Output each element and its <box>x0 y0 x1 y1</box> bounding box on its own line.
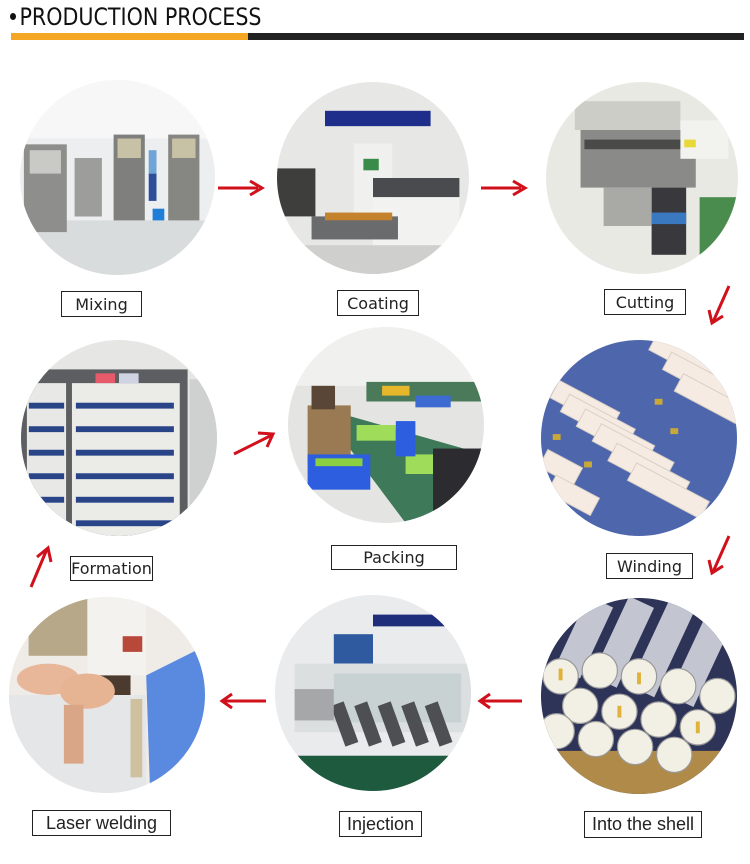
title-underline-dark <box>248 33 744 40</box>
arrow-up-right-icon <box>232 431 276 456</box>
arrow-up-right-icon <box>28 545 54 589</box>
arrow-left-icon <box>477 692 522 710</box>
page-title-text: PRODUCTION PROCESS <box>19 3 262 31</box>
step-label-mixing: Mixing <box>61 291 142 317</box>
step-label-formation: Formation <box>70 556 153 581</box>
step-label-cutting: Cutting <box>604 289 686 315</box>
winding-photo <box>541 340 737 536</box>
step-label-injection: Injection <box>339 811 422 837</box>
arrow-left-icon <box>219 692 266 710</box>
mixing-photo <box>20 80 215 275</box>
cutting-photo <box>546 82 738 274</box>
formation-photo <box>21 340 217 536</box>
step-label-coating: Coating <box>337 290 419 316</box>
laser-welding-photo <box>9 597 205 793</box>
arrow-down-left-icon <box>707 284 733 326</box>
arrow-right-icon <box>481 179 528 197</box>
step-label-packing: Packing <box>331 545 457 570</box>
injection-photo <box>275 595 471 791</box>
step-label-laser-welding: Laser welding <box>32 810 171 836</box>
arrow-down-left-icon <box>707 534 733 576</box>
title-underline-accent <box>11 33 248 40</box>
packing-photo <box>288 327 484 523</box>
step-label-winding: Winding <box>606 553 693 579</box>
step-label-into-the-shell: Into the shell <box>584 811 702 838</box>
arrow-right-icon <box>218 179 265 197</box>
page-title: PRODUCTION PROCESS <box>10 3 262 31</box>
into-the-shell-photo <box>541 598 737 794</box>
coating-photo <box>277 82 469 274</box>
bullet-dot-icon <box>10 12 17 20</box>
